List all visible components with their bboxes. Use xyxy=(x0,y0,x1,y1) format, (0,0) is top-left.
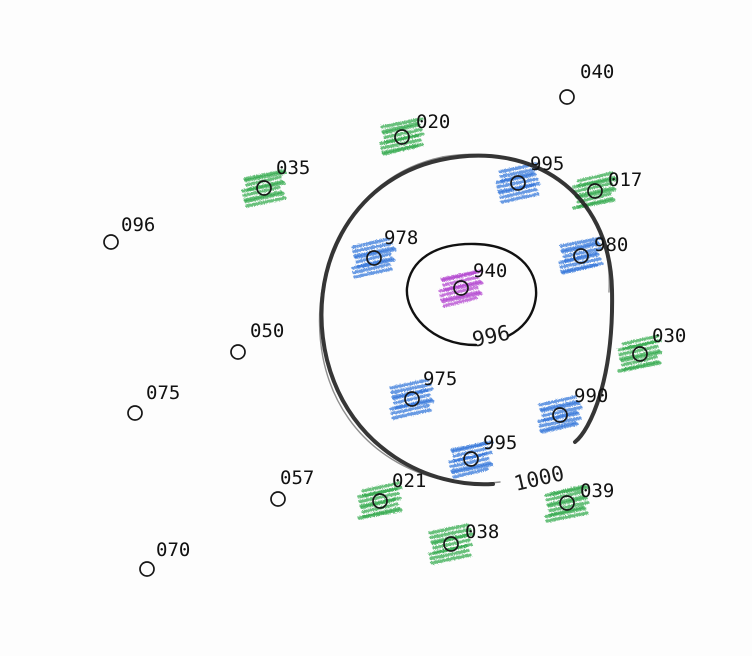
station-label: 070 xyxy=(156,539,190,561)
station-shading xyxy=(351,237,397,279)
station-shading xyxy=(495,162,541,204)
station-label: 038 xyxy=(465,521,499,543)
shading-layer xyxy=(241,117,663,565)
station-label: 020 xyxy=(416,111,450,133)
station-017: 017 xyxy=(587,169,642,199)
station-label: 975 xyxy=(423,368,457,390)
station-label: 050 xyxy=(250,320,284,342)
station-label: 030 xyxy=(652,325,686,347)
station-070: 070 xyxy=(139,539,190,577)
station-circle xyxy=(230,344,246,360)
station-057: 057 xyxy=(270,467,314,507)
station-circle xyxy=(127,405,143,421)
station-021: 021 xyxy=(372,470,426,509)
station-label: 035 xyxy=(276,157,310,179)
station-075: 075 xyxy=(127,382,180,421)
station-039: 039 xyxy=(559,480,614,511)
station-circle xyxy=(270,491,286,507)
station-label: 040 xyxy=(580,61,614,83)
station-label: 017 xyxy=(608,169,642,191)
station-label: 978 xyxy=(384,227,418,249)
station-circle xyxy=(453,280,469,296)
station-shading xyxy=(617,334,663,373)
isobar-label-996: 996 xyxy=(470,321,512,352)
station-circle xyxy=(256,180,272,196)
station-circle xyxy=(394,129,410,145)
station-978: 978 xyxy=(366,227,418,266)
station-circle xyxy=(404,391,420,407)
station-label: 021 xyxy=(392,470,426,492)
station-shading xyxy=(241,169,287,208)
station-circle xyxy=(573,248,589,264)
station-circle xyxy=(587,183,603,199)
station-circle xyxy=(559,495,575,511)
station-label: 995 xyxy=(530,153,564,175)
station-label: 039 xyxy=(580,480,614,502)
station-050: 050 xyxy=(230,320,284,360)
station-label: 057 xyxy=(280,467,314,489)
station-circle xyxy=(443,536,459,552)
station-label: 995 xyxy=(483,432,517,454)
station-circle xyxy=(559,89,575,105)
station-038: 038 xyxy=(443,521,499,552)
station-circle xyxy=(103,234,119,250)
station-940: 940 xyxy=(453,260,507,296)
station-circle xyxy=(372,493,388,509)
isobar-1000-sketch xyxy=(318,153,610,485)
station-975: 975 xyxy=(404,368,457,407)
station-label: 940 xyxy=(473,260,507,282)
isobar-1000 xyxy=(319,153,615,487)
station-shading xyxy=(357,481,403,520)
station-035: 035 xyxy=(256,157,310,196)
station-shading xyxy=(544,484,590,523)
station-circle xyxy=(510,175,526,191)
station-shading xyxy=(448,440,494,479)
station-circle xyxy=(632,346,648,362)
station-shading xyxy=(558,236,604,275)
station-circle xyxy=(552,407,568,423)
isobar-label-1000: 1000 xyxy=(512,461,567,496)
station-label: 990 xyxy=(574,385,608,407)
station-030: 030 xyxy=(632,325,686,362)
station-shading xyxy=(379,117,425,156)
station-shading xyxy=(438,269,484,308)
station-circle xyxy=(366,250,382,266)
station-label: 075 xyxy=(146,382,180,404)
station-995-bottom: 995 xyxy=(463,432,517,467)
station-040: 040 xyxy=(559,61,614,105)
station-circle xyxy=(463,451,479,467)
isobar-996 xyxy=(405,242,538,347)
station-096: 096 xyxy=(103,214,155,250)
station-990: 990 xyxy=(552,385,608,423)
station-995-top: 995 xyxy=(510,153,564,191)
station-label: 980 xyxy=(594,234,628,256)
station-layer: 040 020 035 995 017 096 978 980 940 050 030 075 975 9… xyxy=(103,61,686,577)
station-980: 980 xyxy=(573,234,628,264)
station-020: 020 xyxy=(394,111,450,145)
station-circle xyxy=(139,561,155,577)
station-shading xyxy=(389,378,435,420)
station-label: 096 xyxy=(121,214,155,236)
